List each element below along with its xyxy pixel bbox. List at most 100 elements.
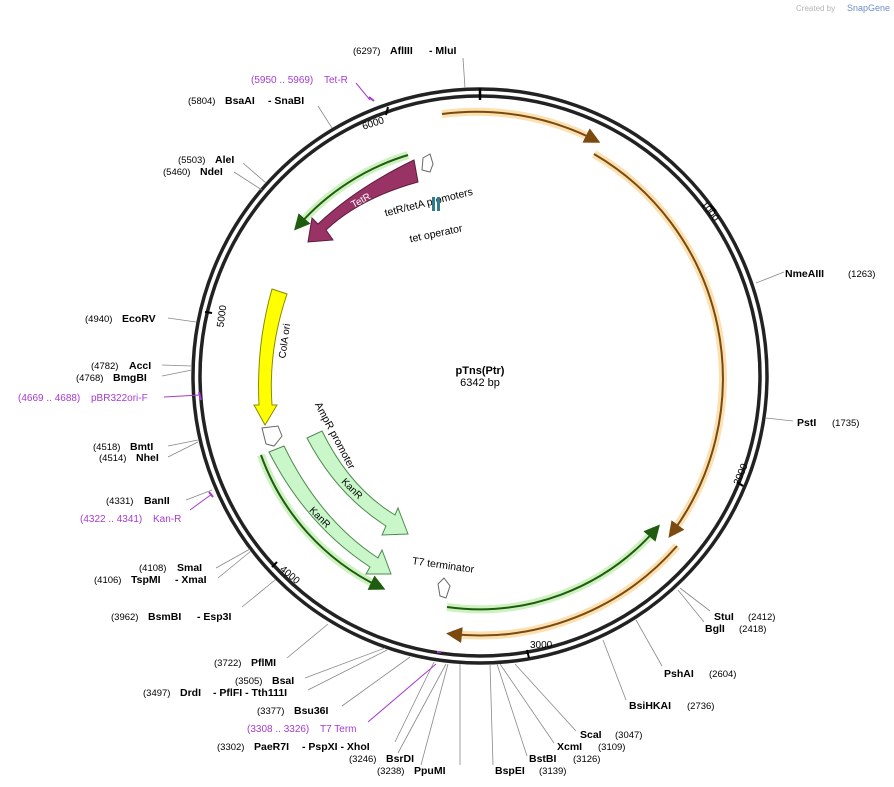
enzyme-extra: - Esp3I bbox=[197, 611, 232, 623]
tet-operator-mark-2 bbox=[437, 197, 440, 211]
enzyme-pos: (5804) bbox=[188, 96, 215, 107]
green-feature-tet bbox=[294, 154, 409, 231]
connector-line bbox=[677, 589, 705, 623]
orange-feature-2 bbox=[593, 153, 724, 538]
enzyme-pos: (2418) bbox=[739, 624, 766, 635]
enzyme-pos: (2604) bbox=[709, 669, 736, 680]
enzyme-extra: - MluI bbox=[429, 45, 456, 57]
enzyme-pos: (3302) bbox=[217, 742, 244, 753]
connector-line bbox=[241, 579, 276, 608]
connector-line bbox=[217, 550, 252, 579]
enzyme-pos: (2736) bbox=[687, 701, 714, 712]
enzyme-pos: (4518) bbox=[93, 442, 120, 453]
enzyme-pos: (3505) bbox=[235, 676, 262, 687]
plasmid-name: pTns(Ptr) bbox=[456, 365, 505, 377]
enzyme-pos: (3139) bbox=[539, 766, 566, 777]
tick-1000 bbox=[709, 204, 717, 212]
credit-text: Created by bbox=[796, 4, 835, 13]
tick-4000 bbox=[271, 561, 278, 568]
kanr-outer-arrow bbox=[268, 445, 392, 575]
enzyme-name: BglI bbox=[705, 623, 725, 635]
orange-feature-3 bbox=[446, 545, 678, 644]
enzyme-name: PaeR7I bbox=[254, 741, 289, 753]
enzyme-name: NmeAIII bbox=[785, 268, 824, 280]
connector-line bbox=[307, 649, 388, 691]
enzyme-name: PpuMI bbox=[414, 765, 446, 777]
enzyme-name: BsmBI bbox=[148, 611, 181, 623]
plasmid-length: 6342 bp bbox=[460, 377, 500, 389]
enzyme-name: BspEI bbox=[495, 765, 525, 777]
enzyme-pos: (3962) bbox=[111, 612, 138, 623]
enzyme-pos: (4331) bbox=[106, 496, 133, 507]
tetr-arrow bbox=[307, 159, 419, 243]
enzyme-name: TspMI bbox=[131, 574, 161, 586]
t7-terminator-label: T7 terminator bbox=[411, 555, 475, 576]
tick-label-6000: 6000 bbox=[361, 115, 386, 132]
snapgene-brand: SnapGene bbox=[847, 3, 890, 13]
enzyme-name: BsaI bbox=[272, 675, 294, 687]
enzyme-pos: (3109) bbox=[598, 742, 625, 753]
enzyme-name: XcmI bbox=[557, 741, 582, 753]
cola-ori-arrow bbox=[253, 288, 288, 427]
enzyme-pos: (6297) bbox=[353, 46, 380, 57]
connector-line bbox=[514, 663, 577, 732]
primer-connectors bbox=[163, 82, 441, 723]
primer-name: Kan-R bbox=[153, 514, 181, 525]
primer-range: (4669 .. 4688) bbox=[18, 393, 80, 404]
enzyme-pos: (1263) bbox=[848, 269, 875, 280]
enzyme-name: AleI bbox=[215, 154, 234, 166]
green-feature-right bbox=[446, 524, 660, 611]
connector-line bbox=[286, 623, 329, 659]
enzyme-pos: (3047) bbox=[615, 730, 642, 741]
primer-name: Tet-R bbox=[324, 75, 348, 86]
connector-line bbox=[167, 439, 199, 447]
enzyme-pos: (2412) bbox=[748, 612, 775, 623]
enzyme-name: Bsu36I bbox=[294, 705, 329, 717]
tick-label-3000: 3000 bbox=[530, 640, 553, 651]
enzyme-extra: - PspXI - XhoI bbox=[302, 741, 370, 753]
connector-line bbox=[499, 663, 555, 744]
connector-line bbox=[161, 364, 193, 367]
tick-label-1000: 1000 bbox=[698, 199, 721, 224]
ampr-promoter-arrow bbox=[261, 425, 283, 447]
connector-line bbox=[317, 105, 333, 129]
enzyme-name: PflMI bbox=[251, 657, 276, 669]
enzyme-pos: (4768) bbox=[76, 373, 103, 384]
enzyme-pos: (3722) bbox=[214, 658, 241, 669]
enzyme-pos: (3497) bbox=[143, 688, 170, 699]
enzyme-name: StuI bbox=[714, 611, 734, 623]
connector-line bbox=[341, 656, 411, 707]
connector-line bbox=[496, 663, 528, 757]
enzyme-pos: (4106) bbox=[94, 575, 121, 586]
tick-3000 bbox=[526, 649, 530, 659]
connector-line bbox=[602, 639, 627, 701]
enzyme-name: BanII bbox=[144, 495, 170, 507]
enzyme-name: BsrDI bbox=[386, 753, 414, 765]
primer-mark bbox=[368, 96, 375, 102]
connector-line bbox=[167, 441, 199, 458]
enzyme-pos: (5460) bbox=[163, 167, 190, 178]
enzyme-extra: - PflFI - Tth111I bbox=[213, 687, 287, 699]
connector-line bbox=[185, 489, 213, 501]
primer-range: (3308 .. 3326) bbox=[247, 724, 309, 735]
connector-line bbox=[489, 663, 494, 766]
enzyme-pos: (4940) bbox=[85, 314, 112, 325]
tet-promoter-arrow bbox=[421, 153, 434, 173]
tick-6000 bbox=[385, 106, 389, 116]
primer-range: (5950 .. 5969) bbox=[251, 75, 313, 86]
enzyme-name: BmtI bbox=[130, 441, 153, 453]
enzyme-name: BstBI bbox=[529, 753, 557, 765]
enzyme-name: SmaI bbox=[177, 562, 202, 574]
primer-connector bbox=[367, 663, 437, 723]
enzyme-name: ScaI bbox=[580, 729, 602, 741]
enzyme-name: NdeI bbox=[200, 166, 223, 178]
primer-name: pBR322ori-F bbox=[91, 393, 148, 404]
connector-line bbox=[679, 587, 711, 612]
enzyme-name: BsaAI bbox=[225, 95, 255, 107]
connector-line bbox=[755, 271, 785, 284]
primer-name: T7 Term bbox=[320, 724, 357, 735]
connector-line bbox=[765, 417, 794, 422]
enzyme-pos: (3377) bbox=[257, 706, 284, 717]
enzyme-pos: (1735) bbox=[832, 418, 859, 429]
enzyme-name: PstI bbox=[797, 417, 816, 429]
